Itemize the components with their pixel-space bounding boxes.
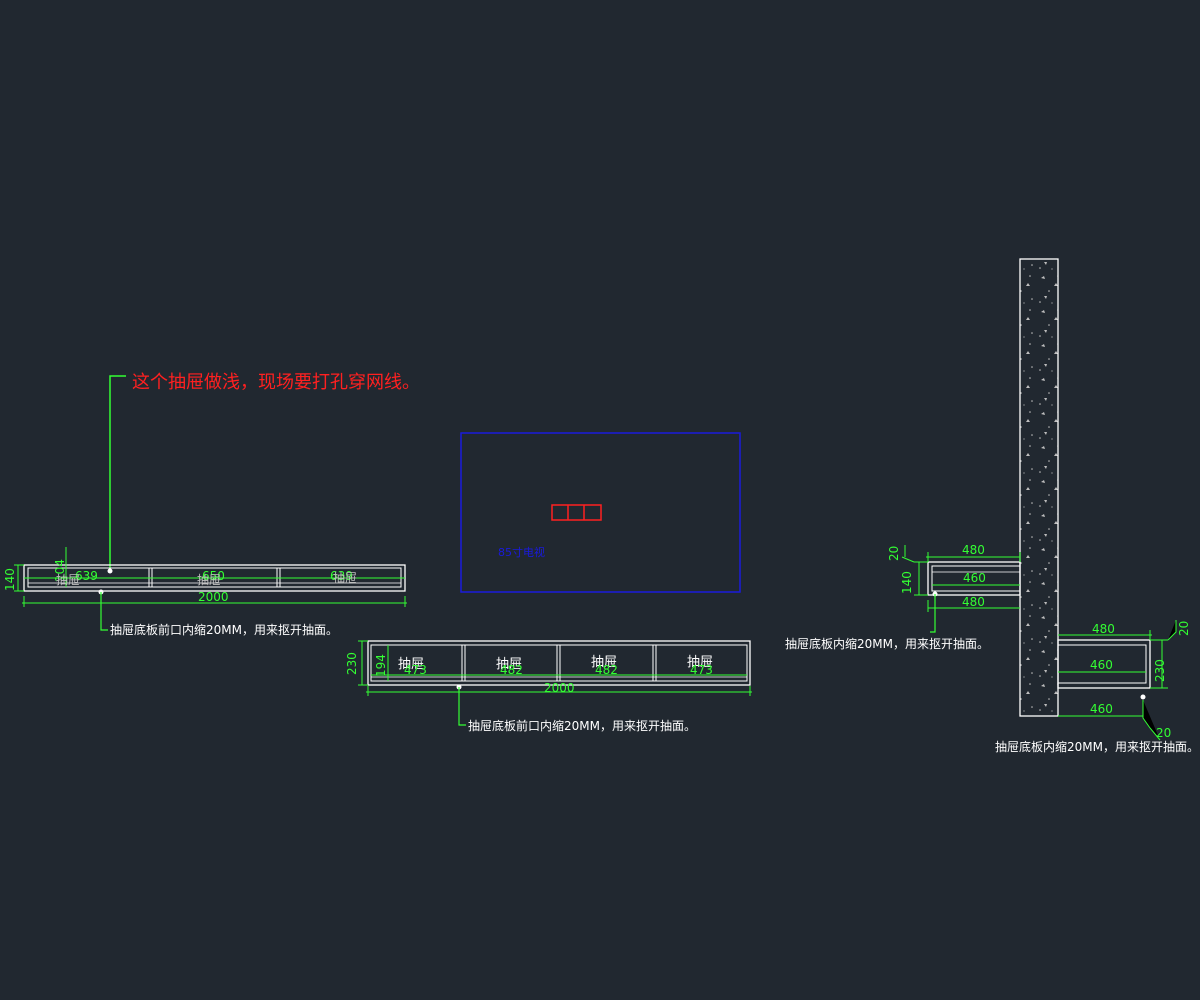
left-inner-height-dim: 104 <box>53 559 67 582</box>
mid-drawer-label: 抽屉 <box>591 655 617 670</box>
left-drawer-width-dim: 639 <box>75 569 98 583</box>
lower-section-dims <box>1058 620 1177 741</box>
upper-section-cabinet <box>927 561 1021 596</box>
upper-note-leader <box>930 591 938 633</box>
left-unit-dims <box>14 547 407 607</box>
mid-drawer-width-dim: 482 <box>595 663 618 677</box>
left-drawer-label: 抽屉 <box>197 573 221 587</box>
mid-drawer-label: 抽屉 <box>687 655 713 670</box>
left-note: 抽屉底板前口内缩20MM，用来抠开抽面。 <box>110 622 338 637</box>
left-drawer-label: 抽屉 <box>56 573 80 587</box>
socket-box <box>551 504 602 521</box>
mid-drawer-label: 抽屉 <box>398 657 424 672</box>
mid-cabinet <box>367 640 751 686</box>
mid-total-dim: 2000 <box>544 681 575 695</box>
upper-gap-dim: 20 <box>887 546 901 561</box>
lower-note-leader-point <box>1140 694 1146 700</box>
mid-note: 抽屉底板前口内缩20MM，用来抠开抽面。 <box>468 718 696 733</box>
left-drawer-width-dim: 639 <box>330 569 353 583</box>
left-note-leader <box>98 589 108 631</box>
red-note: 这个抽屉做浅，现场要打孔穿网线。 <box>132 372 420 393</box>
upper-mid-dim: 460 <box>963 571 986 585</box>
lower-section-cabinet <box>1057 639 1151 689</box>
lower-top-dim: 480 <box>1092 622 1115 636</box>
lower-gap-top-dim: 20 <box>1177 621 1191 636</box>
mid-drawer-width-dim: 473 <box>404 663 427 677</box>
mid-drawer-label: 抽屉 <box>496 657 522 672</box>
lower-height-dim: 230 <box>1153 659 1167 682</box>
lower-bottom-dim: 460 <box>1090 702 1113 716</box>
left-total-dim: 2000 <box>198 590 229 604</box>
upper-bottom-dim: 480 <box>962 595 985 609</box>
mid-drawer-width-dim: 482 <box>500 663 523 677</box>
wall-section <box>1019 258 1059 717</box>
mid-drawer-width-dim: 473 <box>690 663 713 677</box>
red-note-leader <box>107 375 126 574</box>
left-drawer-label: 抽屉 <box>333 571 357 585</box>
left-height-dim: 140 <box>3 568 17 591</box>
upper-top-dim: 480 <box>962 543 985 557</box>
mid-unit-dims <box>358 640 752 696</box>
mid-note-leader <box>456 684 466 726</box>
left-drawer-width-dim: 650 <box>202 569 225 583</box>
upper-note: 抽屉底板内缩20MM，用来抠开抽面。 <box>785 636 989 651</box>
lower-note: 抽屉底板内缩20MM，用来抠开抽面。 <box>995 739 1199 754</box>
upper-height-dim: 140 <box>900 571 914 594</box>
mid-inner-height-dim: 194 <box>374 654 388 677</box>
upper-section-dims <box>901 545 1021 612</box>
lower-gap-bottom-dim: 20 <box>1156 726 1171 740</box>
mid-height-dim: 230 <box>345 652 359 675</box>
lower-mid-dim: 460 <box>1090 658 1113 672</box>
tv-label: 85寸电视 <box>498 545 545 559</box>
tv-outline: 85寸电视 <box>460 432 741 593</box>
